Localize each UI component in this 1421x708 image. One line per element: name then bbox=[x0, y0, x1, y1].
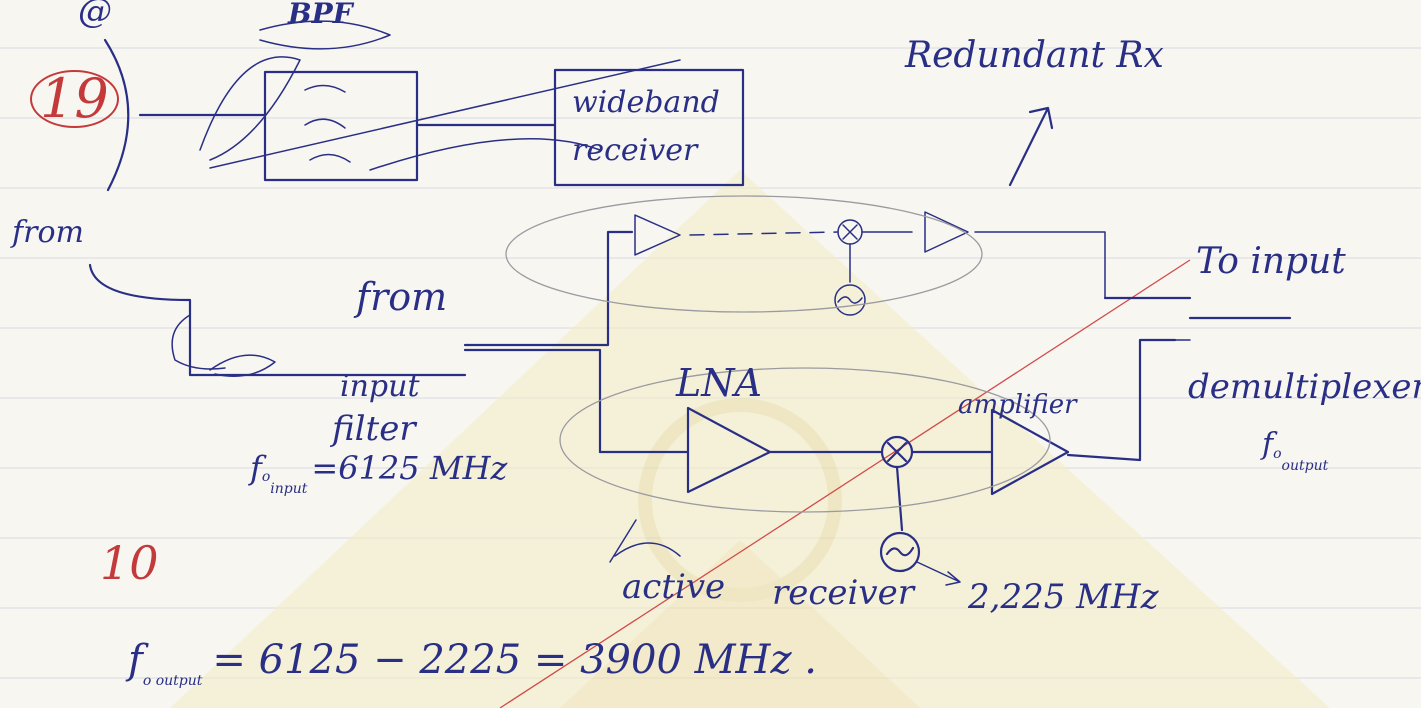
lo-frequency-label: 2,225 MHz bbox=[968, 580, 1159, 614]
wideband-label: wideband bbox=[572, 88, 720, 118]
active-chain bbox=[560, 298, 1290, 585]
input-label: input bbox=[340, 372, 420, 402]
to-input-label: To input bbox=[1196, 244, 1346, 280]
demultiplexer-label: demultiplexer bbox=[1188, 370, 1421, 404]
redundant-rx-label: Redundant Rx bbox=[905, 38, 1164, 74]
active-receiver-label-a: active bbox=[622, 570, 725, 604]
lna-label: LNA bbox=[676, 364, 762, 402]
redundant-chain bbox=[465, 196, 1105, 345]
f-output-label: fooutput bbox=[1262, 430, 1328, 473]
f-input-label: foinput=6125 MHz bbox=[250, 452, 507, 496]
bpf-label: BPF bbox=[288, 0, 353, 28]
amplifier-label: amplifier bbox=[958, 392, 1077, 418]
receiver-box-label: receiver bbox=[572, 136, 697, 166]
mark-score: 10 bbox=[100, 540, 159, 586]
redundant-arrow bbox=[1010, 108, 1052, 185]
part-label: @ bbox=[78, 0, 112, 28]
filter-label: filter bbox=[332, 412, 416, 446]
from-label-mid: from bbox=[356, 278, 447, 316]
active-receiver-label-b: receiver bbox=[772, 576, 914, 610]
output-equation: fo output= 6125 − 2225 = 3900 MHz . bbox=[128, 640, 817, 688]
question-number: 19 bbox=[30, 70, 119, 128]
from-label-left: from bbox=[12, 218, 84, 248]
